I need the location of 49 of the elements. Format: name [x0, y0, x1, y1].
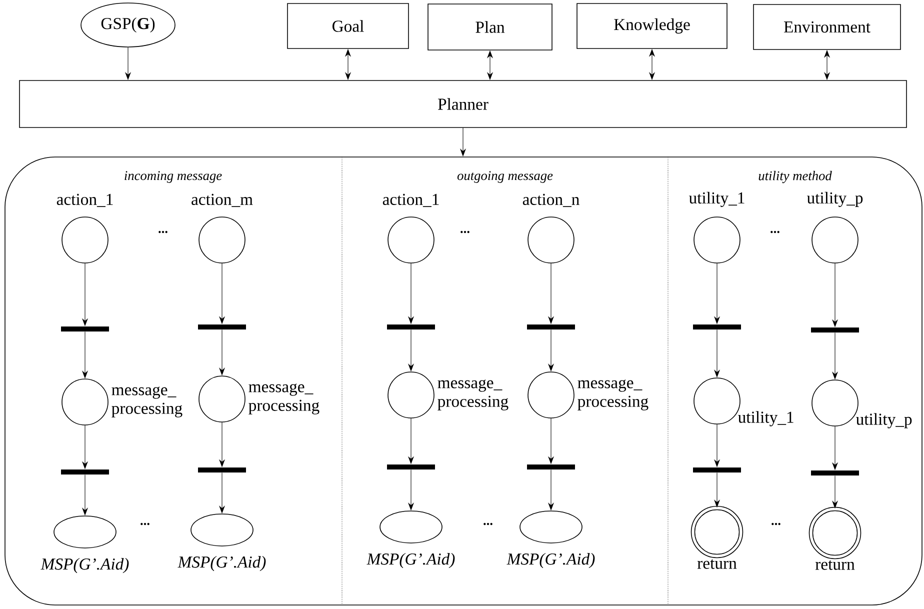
section-title: outgoing message [457, 171, 553, 183]
state-label: message_ processing [112, 386, 182, 418]
place-circle [528, 372, 574, 418]
module-box: Knowledge [576, 3, 728, 49]
ellipsis: ... [140, 522, 150, 526]
state-label: message_ processing [578, 380, 648, 410]
module-box: Environment [753, 4, 901, 50]
place-circle [812, 216, 858, 264]
place-circle [388, 372, 434, 418]
section-title: incoming message [124, 171, 222, 183]
action-label: action_n [522, 194, 580, 207]
place-circle [62, 378, 108, 426]
state-label: message_ processing [248, 384, 320, 414]
place-circle [198, 216, 246, 264]
final-state [808, 506, 862, 560]
message-label: MSP(G’.Aid) [366, 553, 455, 568]
ellipsis: ... [772, 522, 780, 526]
message-ellipse [380, 510, 442, 544]
ellipsis: ... [460, 230, 470, 234]
message-label: MSP(G’.Aid) [178, 556, 266, 572]
message-ellipse [54, 516, 116, 548]
return-label: return [815, 560, 855, 570]
action-label: action_m [192, 194, 253, 207]
place-circle [198, 376, 246, 422]
message-ellipse [190, 514, 254, 546]
ellipsis: ... [158, 230, 168, 234]
action-label: action_1 [382, 194, 439, 207]
place-circle [694, 216, 740, 264]
state-label: message_ processing [438, 380, 508, 410]
final-state [690, 506, 744, 558]
container-box [4, 156, 922, 606]
return-label: return [697, 559, 737, 569]
action-label: action_1 [56, 194, 113, 207]
action-label: utility_1 [689, 192, 744, 207]
message-ellipse [520, 510, 582, 544]
place-circle [62, 216, 108, 264]
message-label: MSP(G’.Aid) [40, 558, 129, 574]
module-box: Planner [19, 80, 907, 128]
place-circle [528, 216, 574, 264]
module-box: Plan [428, 4, 552, 50]
place-circle [388, 216, 434, 264]
module-box: Goal [287, 3, 409, 49]
action-label: utility_p [807, 192, 863, 207]
section-title: utility method [758, 170, 832, 184]
ellipsis: ... [770, 230, 780, 234]
utility-label: utility_1 [738, 411, 794, 426]
ellipsis: ... [484, 522, 492, 526]
utility-label: utility_p [856, 413, 912, 428]
message-label: MSP(G’.Aid) [506, 553, 595, 568]
